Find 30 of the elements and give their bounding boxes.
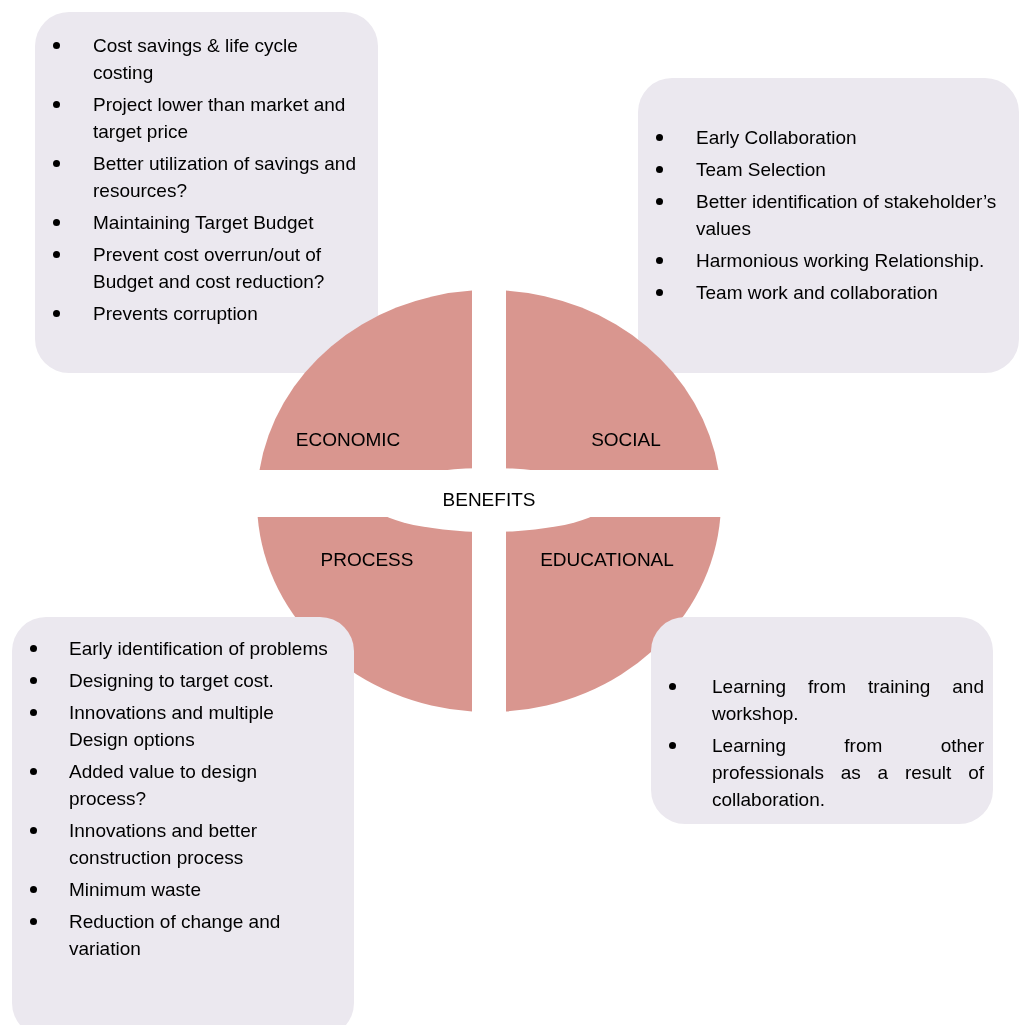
segment-label: ECONOMIC: [295, 429, 401, 451]
list-item: Team work and collaboration: [696, 281, 939, 305]
list-item: Team Selection: [696, 158, 827, 182]
list-item: Maintaining Target Budget: [93, 211, 315, 235]
list-item: Innovations and better construction process: [69, 819, 259, 870]
list-item: Designing to target cost.: [69, 669, 275, 693]
list-item: Better identification of stakeholder’s values: [696, 190, 998, 241]
text-panel: [638, 78, 1019, 373]
text-panel: [35, 12, 378, 373]
quadrant-segment: [257, 290, 472, 470]
text-panel: [12, 617, 354, 1025]
text-panel: [651, 617, 993, 824]
center-label: BENEFITS: [442, 489, 536, 511]
list-item: Added value to design process?: [69, 760, 259, 811]
list-item: Cost savings & life cycle costing: [93, 34, 299, 85]
segment-label: EDUCATIONAL: [540, 549, 674, 571]
list-item: Learning from training and workshop.: [712, 675, 984, 726]
list-item: Early identification of problems: [69, 637, 329, 661]
list-item: Learning from other professionals as a result of collaboration.: [712, 734, 984, 812]
segment-label: PROCESS: [320, 549, 414, 571]
list-item: Early Collaboration: [696, 126, 858, 150]
list-item: Prevent cost overrun/out of Budget and cost reduction?: [93, 243, 326, 294]
segment-label: SOCIAL: [591, 429, 661, 451]
list-item: Minimum waste: [69, 878, 202, 902]
list-item: Project lower than market and target price: [93, 93, 347, 144]
list-item: Prevents corruption: [93, 302, 259, 326]
list-item: Harmonious working Relationship.: [696, 249, 986, 273]
list-item: Better utilization of savings and resources?: [93, 152, 357, 203]
list-item: Reduction of change and variation: [69, 910, 282, 961]
list-item: Innovations and multiple Design options: [69, 701, 275, 752]
